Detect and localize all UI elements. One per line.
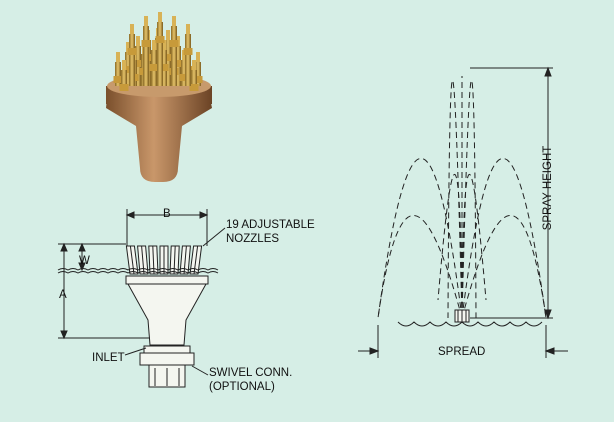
spray-arc <box>377 157 463 319</box>
nozzle-collar <box>155 36 165 43</box>
nozzle-centerline <box>173 245 176 275</box>
swivel-ring <box>143 345 191 354</box>
spray-arc <box>461 157 547 319</box>
nozzle-tip <box>126 42 130 52</box>
spray-arc <box>461 214 547 319</box>
spread-arrows <box>369 347 555 355</box>
nozzles-label-line2: NOZZLES <box>226 233 280 245</box>
nozzle-tip <box>172 16 176 26</box>
nozzle-collar <box>149 64 159 71</box>
spray-arc <box>461 80 477 319</box>
dimension-a-label: A <box>59 289 67 301</box>
nozzles-leader <box>202 227 226 247</box>
spray-arc <box>447 80 463 319</box>
nozzle-collar <box>173 60 183 67</box>
nozzle-collar <box>133 60 143 67</box>
nozzle-collar <box>189 84 199 91</box>
nozzle-stem <box>165 40 171 86</box>
nozzle-centerline <box>129 245 135 275</box>
nozzle-collar <box>183 48 193 55</box>
nozzle-tip <box>122 60 126 70</box>
nozzles-label-line1: 19 ADJUSTABLE <box>226 219 315 231</box>
nozzle-tip <box>116 52 120 62</box>
nozzle-stem <box>171 26 177 86</box>
nozzle-collar <box>127 48 137 55</box>
nozzle-tip <box>158 12 162 22</box>
splash-line <box>397 321 543 327</box>
nozzle-tip <box>162 40 166 50</box>
nozzle-collar <box>119 84 129 91</box>
brass-nozzles <box>113 12 203 91</box>
spread-label: SPREAD <box>438 346 486 358</box>
swivel-label-line1: SWIVEL CONN. <box>209 367 293 379</box>
spray-height-label: SPRAY HEIGHT <box>542 145 554 231</box>
dimension-b-label: B <box>163 208 171 220</box>
nozzle-collar <box>159 64 169 71</box>
nozzle-tip <box>136 36 140 46</box>
nozzle-stem <box>185 34 191 86</box>
nozzle-stem <box>195 62 201 86</box>
nozzle-tip <box>144 16 148 26</box>
spray-arc <box>461 174 487 319</box>
nozzle-stem <box>191 70 197 86</box>
nozzle-centerline <box>183 245 187 275</box>
nozzle-centerline <box>152 245 155 275</box>
nozzle-tip <box>186 24 190 34</box>
nozzle-stem <box>129 34 135 86</box>
nozzle-tip <box>196 52 200 62</box>
dimension-drawing <box>57 209 226 388</box>
dimension-b-arrows <box>125 211 209 219</box>
swivel-label-line2: (OPTIONAL) <box>209 381 275 393</box>
nozzle-collar <box>193 76 203 83</box>
nozzle-stem <box>157 22 163 86</box>
nozzle-collar <box>123 66 133 73</box>
nozzle-stem <box>181 60 187 86</box>
nozzle-stem <box>115 62 121 86</box>
nozzle-stem <box>143 26 149 86</box>
nozzle-collar <box>163 54 173 61</box>
water-surface <box>57 268 219 271</box>
inlet-label: INLET <box>92 352 125 364</box>
nozzle-stem <box>121 70 127 86</box>
nozzle-tip <box>192 60 196 70</box>
spray-pattern <box>358 66 568 358</box>
nozzle-tip <box>130 24 134 34</box>
funnel-body <box>127 283 207 346</box>
drawing-nozzles <box>125 245 203 275</box>
nozzle-centerline <box>141 245 145 275</box>
dimension-w-label: W <box>79 255 90 267</box>
spray-arc <box>377 214 463 319</box>
spray-arc <box>437 174 463 319</box>
nozzle-tip <box>152 40 156 50</box>
flange-top <box>125 275 209 285</box>
nozzle-collar <box>179 74 189 81</box>
inlet-leader <box>124 347 147 356</box>
swivel-leader <box>191 365 209 376</box>
nozzle-tip <box>166 30 170 40</box>
nozzle-collar <box>113 76 123 83</box>
nozzle-collar <box>141 40 151 47</box>
nozzle-collar <box>169 40 179 47</box>
product-photo <box>106 12 212 182</box>
nozzle-centerline <box>193 245 199 275</box>
